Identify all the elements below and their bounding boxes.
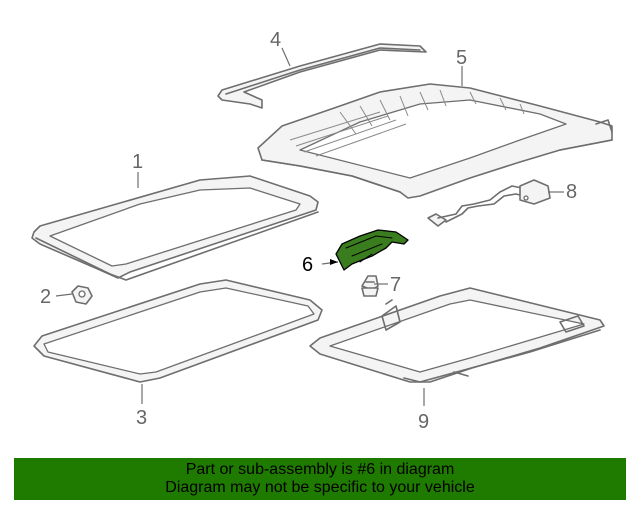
callout-8: 8: [566, 181, 577, 203]
part-2-nut: [71, 285, 93, 305]
callout-1: 1: [132, 151, 143, 173]
callout-6: 6: [302, 254, 313, 276]
callout-7: 7: [390, 274, 401, 296]
callout-5: 5: [456, 47, 467, 69]
part-7-bolt: [361, 275, 379, 297]
banner-line-1: Part or sub-assembly is #6 in diagram: [185, 461, 455, 478]
callout-9: 9: [418, 411, 429, 433]
banner-line-2: Diagram may not be specific to your vehi…: [165, 479, 475, 496]
diagram-notice-banner: Part or sub-assembly is #6 in diagram Di…: [14, 458, 626, 500]
callout-2: 2: [40, 286, 51, 308]
callout-4: 4: [270, 29, 281, 51]
callout-6-arrow: [330, 259, 338, 265]
part-1-glass-panel: [31, 175, 319, 281]
part-9-sunshade: [309, 287, 605, 383]
callout-3: 3: [136, 407, 147, 429]
part-6-bracket: [335, 229, 409, 271]
part-5-frame: [257, 83, 613, 199]
part-3-seal: [33, 279, 323, 383]
part-4-deflector: [217, 43, 427, 109]
part-8-harness: [427, 179, 551, 227]
parts-diagram: 1 2 3 4 5 6 7 8 9: [31, 29, 613, 433]
